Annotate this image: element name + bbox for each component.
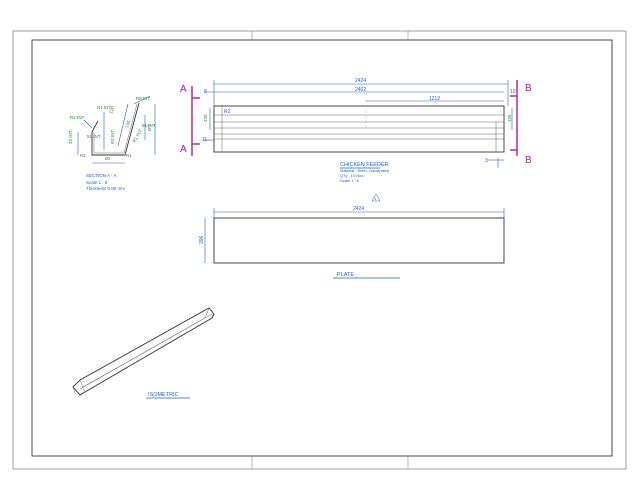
isometric-title: ISOMETRIC — [148, 392, 179, 398]
label-r1-int: R1 INT. — [97, 105, 112, 110]
dim-side-a: 120 — [203, 114, 208, 122]
section-view[interactable]: R2 INT. R1 INT. R8 INT. 120 105 144 51 I… — [68, 95, 156, 191]
label-r2: R2 — [80, 153, 86, 158]
part-qty: QTy : 10 Nos. — [340, 173, 364, 178]
part-scale: Scale 1 : 6 — [340, 178, 360, 183]
plate-dim-width: 2424 — [353, 206, 364, 212]
dim-radius: R2 — [224, 109, 231, 115]
label-r2-int: R2 INT. — [70, 115, 85, 120]
section-title: SECTION A - A — [86, 173, 117, 178]
label-d105: 105 — [124, 119, 131, 128]
plate-view[interactable]: 2424 396 PLATE — [199, 206, 505, 279]
label-d51int-left: 51 INT. — [87, 134, 101, 139]
sheet-border — [12, 30, 627, 470]
part-title: CHICKEN FEEDER — [340, 162, 389, 168]
section-marker-b-top: B — [525, 83, 532, 94]
section-thickness: Thickness 0.80 mm — [86, 186, 125, 191]
label-r1-int-c: R1 INT. — [132, 128, 144, 144]
label-r8-int: R8 INT. — [136, 96, 151, 101]
label-d33int: 33 INT. — [68, 130, 73, 144]
section-marker-a-bottom: A — [180, 144, 187, 155]
label-r1: R1 — [126, 153, 132, 158]
dim-side-b: 120 — [507, 114, 512, 122]
isometric-view[interactable]: ISOMETRIC — [72, 307, 215, 399]
dim-right-top: 10 — [510, 89, 516, 95]
view-marker-label: 1 — [374, 196, 377, 201]
section-scale: Scale 1 : 5 — [86, 180, 108, 185]
label-r1-int-b: R1 INT. — [110, 129, 115, 144]
section-marker-a-top: A — [180, 84, 187, 95]
front-view[interactable]: 2424 2402 1212 8 10 11 3 R2 120 120 A A … — [180, 78, 532, 183]
label-d120: 120 — [108, 105, 115, 114]
dim-overall: 2424 — [355, 78, 366, 84]
part-material: Material : Steel, Galvanised — [340, 168, 389, 173]
dim-left-bottom: 11 — [202, 137, 207, 143]
dim-half: 1212 — [429, 96, 440, 102]
label-d144: 144 — [147, 124, 152, 132]
dim-inner: 2402 — [355, 87, 366, 93]
section-marker-b-bottom: B — [525, 155, 532, 166]
label-d80: 80 — [105, 156, 111, 161]
dim-left-top: 8 — [204, 89, 207, 95]
view-marker: 1 — [371, 193, 381, 202]
plate-dim-height: 396 — [199, 235, 205, 244]
dim-bottom-right: 3 — [485, 158, 488, 164]
plate-title: PLATE — [337, 272, 354, 278]
label-d51int: 51 INT. — [142, 123, 156, 128]
